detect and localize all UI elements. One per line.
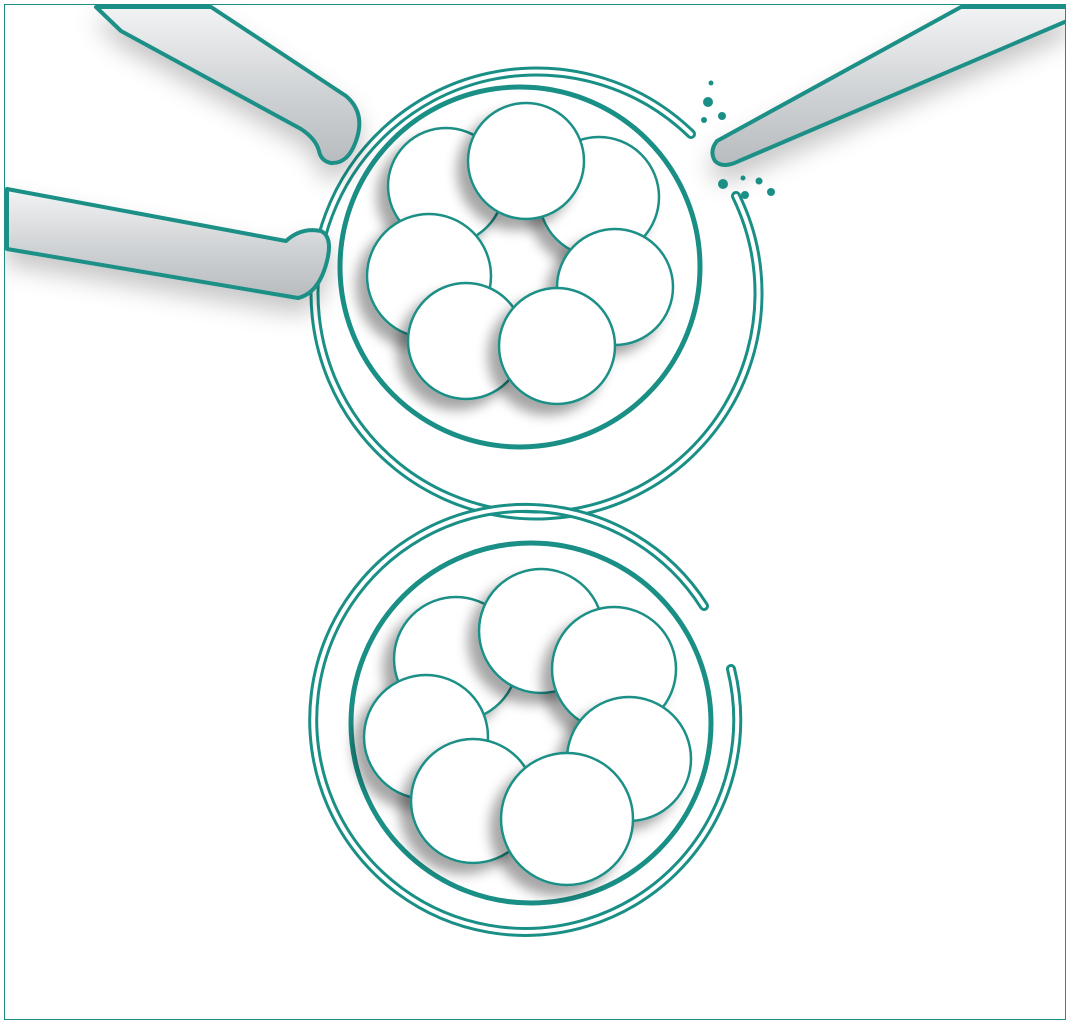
particle <box>701 117 707 123</box>
blastomere <box>501 753 633 885</box>
particle <box>718 112 726 120</box>
particle <box>718 179 728 189</box>
particle <box>767 188 775 196</box>
forceps-icon <box>7 7 359 298</box>
lower-embryo <box>313 508 737 932</box>
particle <box>703 97 713 107</box>
blastomere <box>499 288 615 404</box>
blastomere <box>468 103 584 219</box>
forceps-lower-arm <box>7 189 329 298</box>
forceps-upper-arm <box>96 7 359 163</box>
micro-needle-icon <box>712 7 1066 165</box>
embryo-biopsy-illustration <box>5 5 1066 1020</box>
upper-embryo <box>315 71 759 515</box>
particle <box>756 178 763 185</box>
particle <box>741 191 749 199</box>
lower-blastomere-group <box>364 569 691 885</box>
particle <box>741 176 746 181</box>
upper-blastomere-group <box>367 103 673 404</box>
figure-frame <box>4 4 1066 1020</box>
micro-needle-shaft <box>712 7 1066 165</box>
particle <box>709 81 714 86</box>
